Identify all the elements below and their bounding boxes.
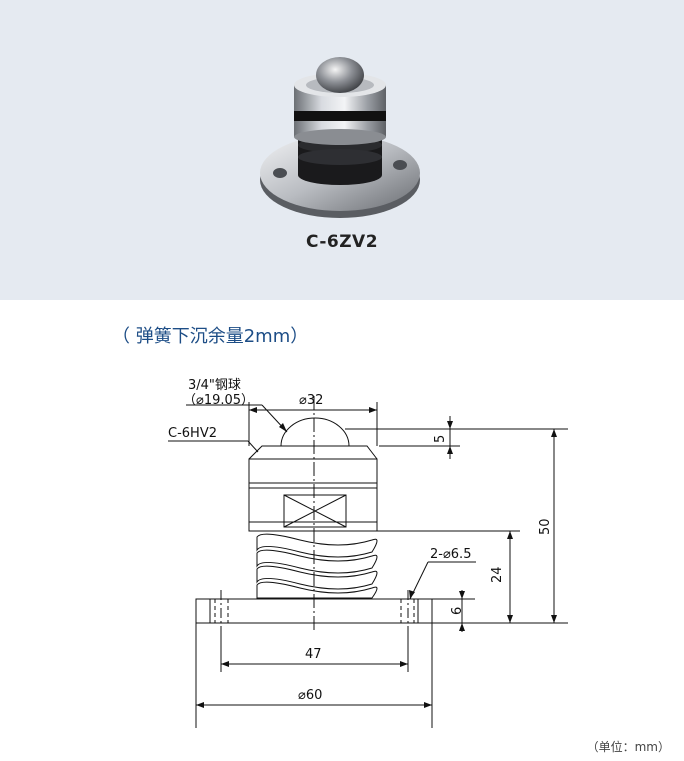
- housing-body: [248, 458, 378, 532]
- spring-coils: [256, 533, 378, 599]
- ball-diameter-label: （⌀19.05）: [183, 393, 254, 408]
- dim-hole-pitch: 47: [305, 647, 322, 662]
- housing-cap: [248, 445, 378, 460]
- unit-note: （单位：mm）: [586, 740, 670, 754]
- dim-flange-diameter: ⌀60: [298, 688, 322, 703]
- model-name: C-6ZV2: [305, 232, 379, 252]
- dim-top-diameter: ⌀32: [299, 393, 323, 408]
- product-photo-panel: C-6ZV2: [0, 0, 684, 300]
- product-photo: [260, 57, 420, 218]
- dim-flange-thickness: 6: [450, 607, 465, 615]
- dim-ball-height: 5: [433, 435, 448, 443]
- ball-outline: [280, 417, 350, 447]
- ball-label: 3/4"钢球: [188, 378, 241, 393]
- body-label: C-6HV2: [168, 426, 217, 441]
- dim-holes: 2-⌀6.5: [430, 547, 471, 562]
- dimension-arrows: [196, 407, 557, 708]
- dim-total-height: 50: [538, 518, 553, 535]
- spring-travel-note: （ 弹簧下沉余量2mm）: [112, 326, 309, 347]
- hex-mark: [283, 494, 347, 528]
- dim-spring-height: 24: [490, 566, 505, 583]
